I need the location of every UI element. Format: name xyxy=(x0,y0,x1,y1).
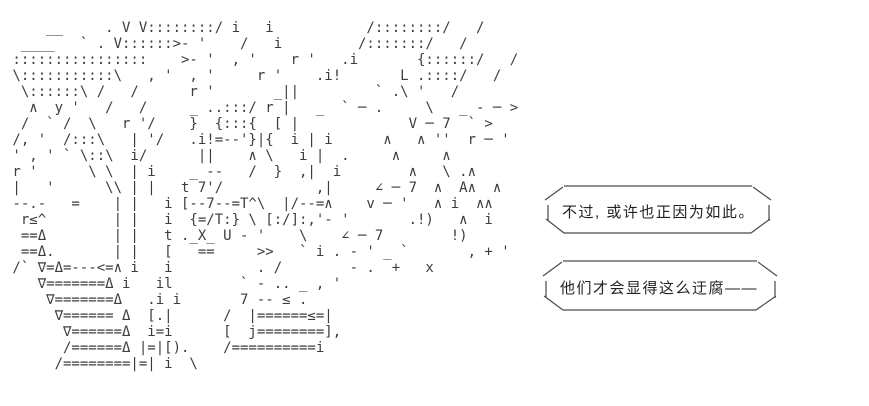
speech-bubble-1[interactable]: 不过, 或许也正因为如此。 xyxy=(542,183,774,237)
ascii-art-character: __ . V V::::::::/ i i /::::::::/ / ____ … xyxy=(12,20,519,372)
speech-bubble-2[interactable]: 他们才会显得这么迂腐—— xyxy=(540,258,780,314)
speech-bubble-outline-icon xyxy=(542,260,778,311)
dialogue-line-2: 他们才会显得这么迂腐—— xyxy=(560,279,759,297)
speech-bubble-outline-icon xyxy=(544,185,772,234)
dialogue-line-1: 不过, 或许也正因为如此。 xyxy=(562,203,755,221)
